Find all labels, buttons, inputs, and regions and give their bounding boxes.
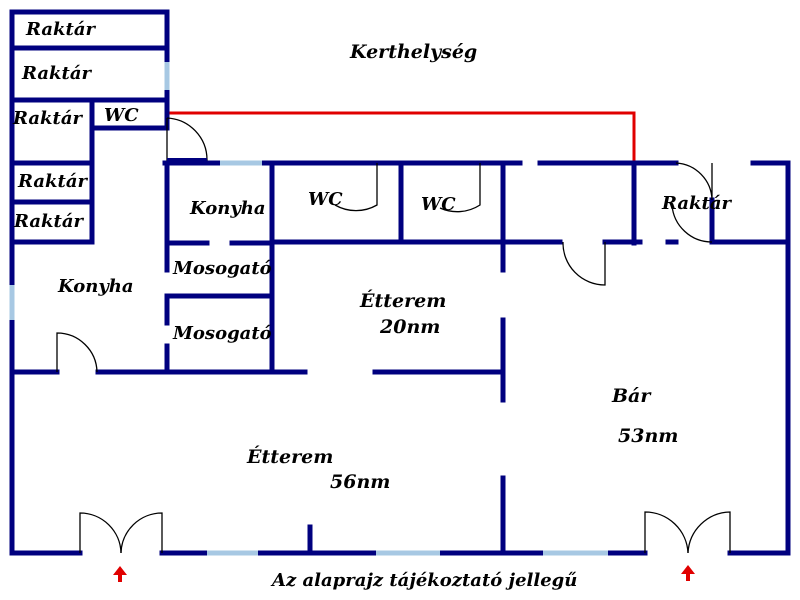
label-etterem-large-area: 56nm — [330, 471, 390, 493]
label-raktar-5: Raktár — [13, 211, 84, 232]
label-bar-area: 53nm — [618, 425, 678, 447]
label-kerthelyseg: Kerthelység — [349, 41, 477, 63]
label-mosogato-1: Mosogató — [172, 258, 272, 279]
label-etterem-large-name: Étterem — [246, 445, 333, 468]
doors — [56, 117, 731, 554]
label-wc-2: WC — [308, 189, 343, 210]
windows — [9, 62, 608, 556]
label-konyha-large: Konyha — [57, 276, 134, 297]
label-etterem-small-name: Étterem — [359, 289, 446, 312]
label-raktar-2: Raktár — [21, 63, 92, 84]
label-raktar-6: Raktár — [661, 193, 732, 214]
label-etterem-small-area: 20nm — [379, 316, 440, 338]
label-raktar-3: Raktár — [12, 108, 83, 129]
label-konyha-small: Konyha — [189, 198, 266, 219]
footer-note: Az alaprajz tájékoztató jellegű — [270, 570, 577, 591]
entrance-arrow-icon — [681, 565, 695, 581]
terrace-boundary — [167, 111, 636, 162]
label-raktar-4: Raktár — [17, 171, 88, 192]
label-wc-1: WC — [104, 105, 139, 126]
label-mosogato-2: Mosogató — [172, 323, 272, 344]
label-wc-3: WC — [421, 194, 456, 215]
label-raktar-1: Raktár — [25, 19, 96, 40]
label-bar-name: Bár — [611, 385, 652, 407]
entrance-arrow-icon — [113, 566, 127, 582]
